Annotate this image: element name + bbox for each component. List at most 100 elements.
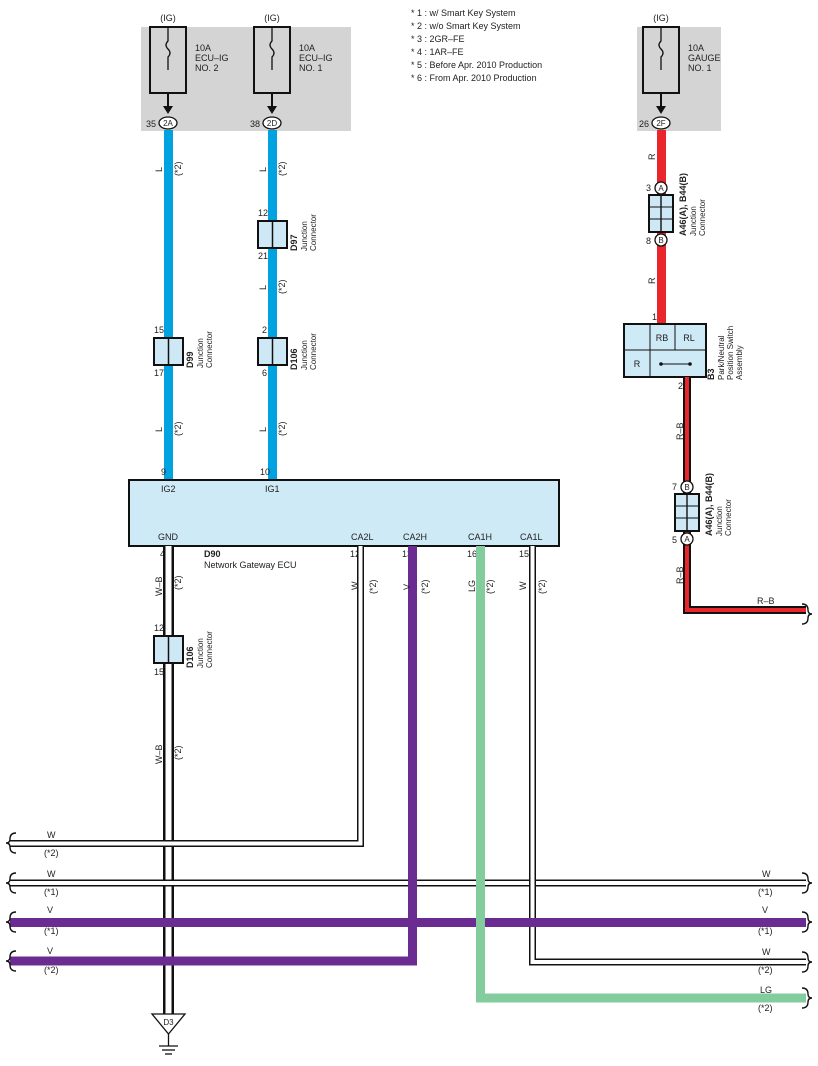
pin-top: 1	[652, 312, 657, 322]
wire-variant-label: (*2)	[368, 579, 378, 594]
wire-color-label: W	[350, 581, 360, 590]
ground-id: D3	[163, 1018, 174, 1027]
connector-oval	[158, 116, 178, 130]
wire-variant-label: (*2)	[173, 745, 183, 760]
note-4: * 4 : 1AR–FE	[411, 47, 464, 57]
wire-color-label: L	[154, 427, 164, 432]
wire-variant-label: (*2)	[44, 848, 59, 858]
connector-name: Junction	[300, 340, 309, 370]
fuse-gauge-no1: (IG) 10A GAUGE NO. 1 26 2F	[639, 13, 721, 130]
fuse-element-icon	[165, 27, 171, 70]
pin-number: 26	[639, 119, 649, 129]
connector-name: Junction	[300, 221, 309, 251]
wire-wb-ground	[163, 546, 174, 1014]
wire-l-ig1	[268, 130, 277, 482]
wire-color-label: R–B	[675, 566, 685, 584]
wire-red-stripe	[685, 377, 806, 612]
wire-variant-label: (*2)	[537, 579, 547, 594]
wire-color-label: W	[47, 830, 56, 840]
wire-variant-label: (*2)	[277, 161, 287, 176]
wire-color-label: L	[258, 285, 268, 290]
fuse-ecu-ig-no2: (IG) 10A ECU–IG NO. 2 35 2A	[146, 13, 229, 130]
fuse-rating: 10A	[688, 43, 704, 53]
ig-label: (IG)	[264, 13, 280, 23]
arrow-down-icon	[267, 106, 277, 114]
switch-name: Park/Neutral	[717, 335, 726, 380]
connector-tag	[654, 233, 668, 247]
fuse-number: NO. 1	[688, 63, 712, 73]
wire-blue	[268, 130, 277, 482]
notes-legend: * 1 : w/ Smart Key System * 2 : w/o Smar…	[411, 8, 542, 83]
fuse-rating: 10A	[299, 43, 315, 53]
switch-position-label: RL	[683, 333, 695, 343]
wire-lg-ca1h	[476, 546, 806, 1003]
wire-purple	[10, 546, 417, 966]
pin-ig1-label: IG1	[265, 484, 280, 494]
wire-variant-label: (*2)	[173, 575, 183, 590]
switch-id: B3	[706, 368, 716, 380]
wire-color-label: V	[47, 946, 53, 956]
pin-ig2-label: IG2	[161, 484, 176, 494]
connector-tag-letter: A	[684, 535, 690, 544]
wire-color-label: W	[762, 869, 771, 879]
connector-tag	[654, 181, 668, 195]
connector-name: Junction	[689, 206, 698, 236]
connector-tag	[680, 532, 694, 546]
wire-color-label: W	[762, 947, 771, 957]
pin-ca1l-label: CA1L	[520, 532, 543, 542]
fuse-ecu-ig-no1: (IG) 10A ECU–IG NO. 1 38 2D	[250, 13, 333, 130]
wire-variant-label: (*2)	[277, 421, 287, 436]
harness-break-left	[5, 832, 17, 972]
ecu-id: D90	[204, 549, 221, 559]
wire-color-label: W–B	[154, 576, 164, 596]
wire-color-label: R	[647, 277, 657, 284]
pin-gnd-number: 4	[160, 549, 165, 559]
connector-name: Connector	[309, 333, 318, 370]
connector-id: D106	[185, 646, 195, 668]
switch-name: Assembly	[735, 345, 744, 380]
wire-variant-label: (*1)	[44, 887, 59, 897]
wire-fill	[10, 546, 363, 846]
connector-id: A46(A), B44(B)	[678, 173, 688, 236]
connector-tag	[680, 480, 694, 494]
wire-w-ca1l	[529, 546, 806, 966]
pin-top: 3	[646, 183, 651, 193]
wire-color-label: LG	[760, 985, 772, 995]
pin-bottom: 2	[678, 381, 683, 391]
fuse-number: NO. 1	[299, 63, 323, 73]
pin-gnd-label: GND	[158, 532, 179, 542]
brace-icon	[5, 911, 17, 933]
wire-color-label: R–B	[757, 596, 775, 606]
fuse-number: NO. 2	[195, 63, 219, 73]
brace-icon	[801, 951, 813, 973]
wire-blue	[164, 130, 173, 482]
wire-color-label: V	[762, 905, 768, 915]
wire-color-label: LG	[467, 580, 477, 592]
wire-color-label: W	[518, 581, 528, 590]
pin-ca2h-label: CA2H	[403, 532, 427, 542]
wire-color-label: V	[402, 584, 412, 590]
switch-b3: RB RL R 1 2 B3 Park/Neutral Position Swi…	[623, 312, 744, 391]
fuse-box-background	[141, 27, 351, 131]
ig-label: (IG)	[653, 13, 669, 23]
pin-bottom: 6	[262, 368, 267, 378]
connector-code: 2A	[163, 119, 173, 128]
wire-variant-label: (*1)	[758, 887, 773, 897]
pin-top: 2	[262, 325, 267, 335]
wire-variant-label: (*1)	[44, 926, 59, 936]
wire-variant-label: (*2)	[758, 1003, 773, 1013]
connector-name: Connector	[309, 214, 318, 251]
wire-color-label: V	[47, 905, 53, 915]
ecu-d90: 9 IG2 10 IG1 GND CA2L CA2H CA1H CA1L 4 1…	[128, 467, 560, 570]
pin-ca2l-number: 12	[350, 549, 360, 559]
pin-bottom: 5	[672, 535, 677, 545]
wire-outline	[10, 546, 364, 847]
fuse-block-left	[141, 27, 351, 131]
wire-color-label: W	[47, 869, 56, 879]
connector-a46-b44-upper: A B 3 8 A46(A), B44(B) Junction Connecto…	[646, 173, 707, 247]
wire-color-label: L	[258, 167, 268, 172]
pin-bottom: 15	[154, 667, 164, 677]
wire-variant-label: (*2)	[420, 579, 430, 594]
pin-top: 12	[154, 623, 164, 633]
